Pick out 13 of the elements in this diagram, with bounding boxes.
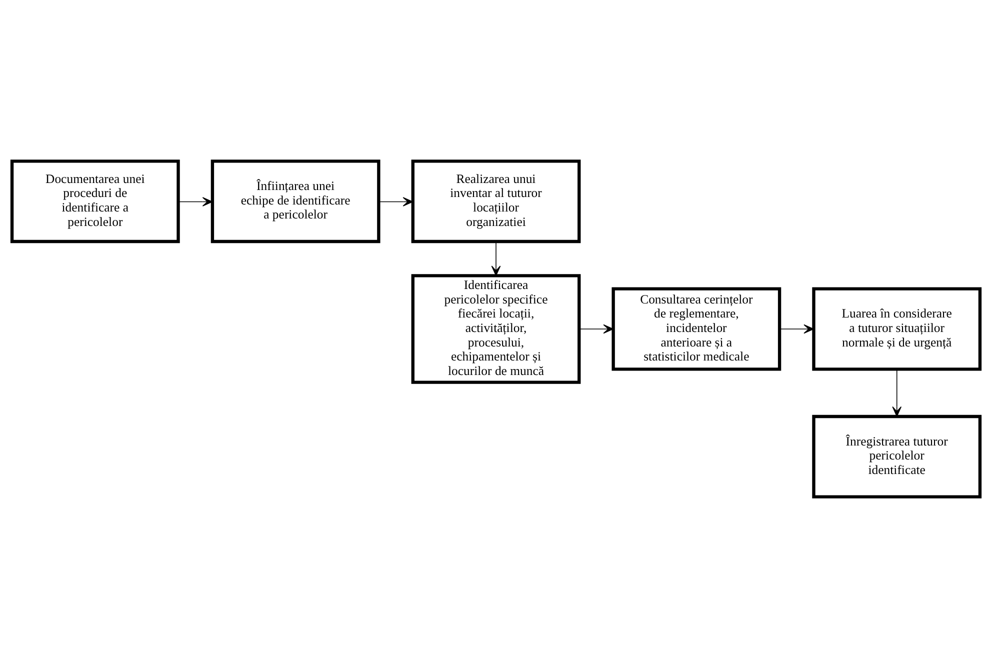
node-box: Documentarea unei proceduri de identificare a pericolelor bbox=[10, 159, 180, 243]
arrow bbox=[578, 324, 614, 334]
node-box: Identificarea pericolelor specifice fiecărei locații, activităților, procesului, echipamentelor și locurilor de muncă bbox=[411, 274, 581, 384]
node-box: Înființarea unei echipe de identificare a pericolelor bbox=[210, 159, 380, 243]
arrow bbox=[178, 196, 213, 206]
node-box: Consultarea cerințelor de reglementare, incidentelor anterioare și a statisticilor medicale bbox=[612, 286, 782, 370]
node-box: Luarea în considerare a tuturor situațiilor normale și de urgență bbox=[812, 286, 982, 370]
node-box: Înregistrarea tuturor pericolelor identificate bbox=[812, 414, 982, 498]
arrow bbox=[491, 240, 501, 276]
arrow bbox=[779, 324, 814, 334]
arrow bbox=[892, 368, 902, 416]
node-box: Realizarea unui inventar al tuturor locațiilor organizatiei bbox=[411, 159, 581, 243]
arrow bbox=[378, 196, 414, 206]
